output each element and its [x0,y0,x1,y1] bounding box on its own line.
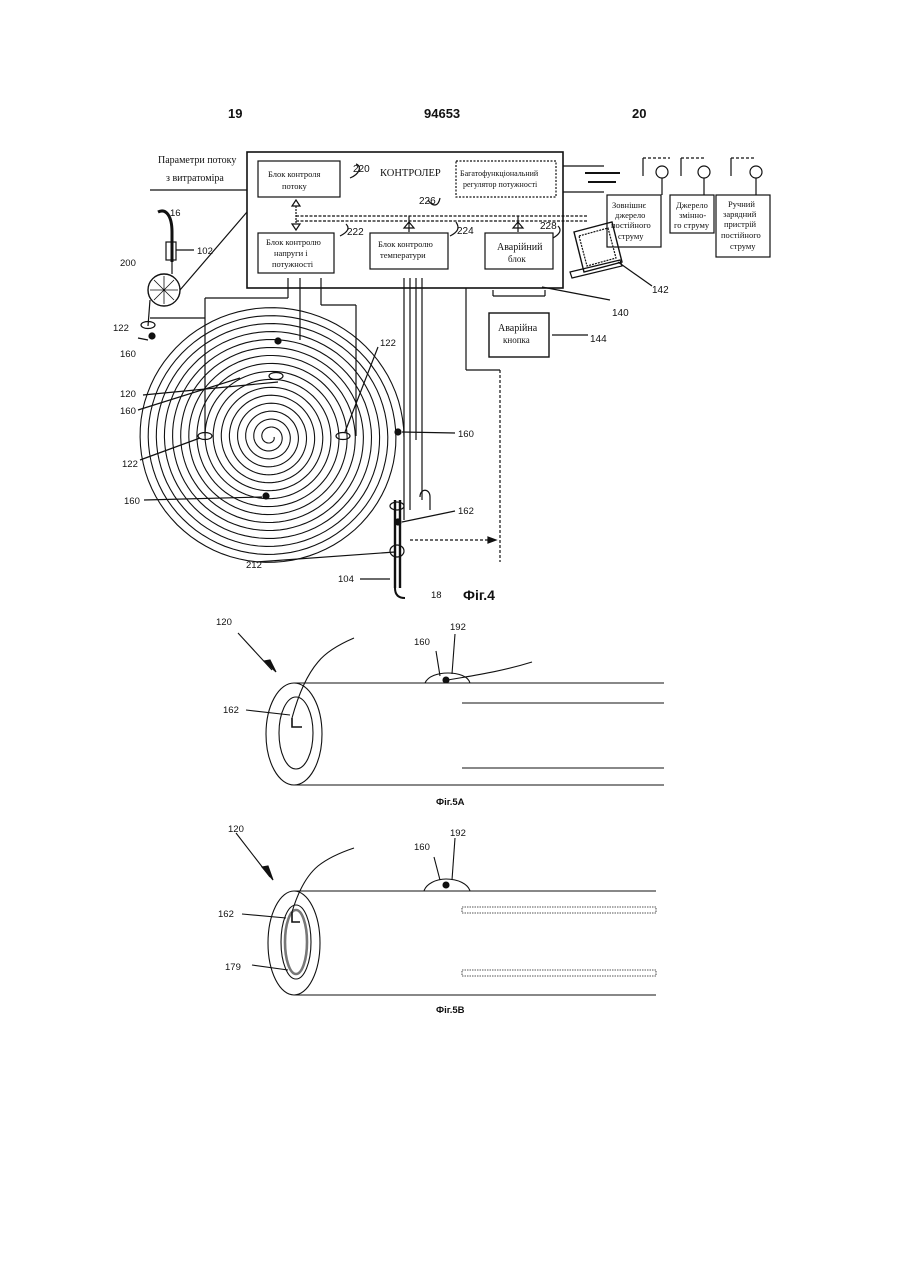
ref-102: 102 [197,246,213,257]
ref-16: 16 [170,208,181,219]
heating-coil-spiral [140,308,404,563]
ref-228: 228 [540,221,557,232]
ref-5b-160: 160 [414,842,430,853]
figure-4-labels: Параметри потоку з витратоміра КОНТРОЛЕР… [113,155,761,603]
ref-160-left: 160 [120,406,136,417]
ref-5a-120: 120 [216,617,232,628]
ac-label-2: змінно- [679,210,706,220]
display-device [570,222,622,278]
ref-122-left: 122 [122,459,138,470]
power-block-label-3: потужності [272,259,314,269]
emergency-block-label-2: блок [508,254,526,264]
ref-104: 104 [338,574,354,585]
ext-dc-label-3: постійного [611,220,651,230]
emergency-button-label-1: Аварійна [498,323,538,334]
heating-element-lower [462,970,656,976]
ac-label-1: Джерело [676,200,708,210]
figure-5a-caption: Фіг.5A [436,797,465,808]
ext-dc-label-1: Зовнішнє [612,200,647,210]
power-regulator-label-1: Багатофункціональний [460,169,539,178]
heating-element-upper [462,907,656,913]
ref-5b-120: 120 [228,824,244,835]
flow-block-label-2: потоку [282,181,308,191]
flow-block-label-1: Блок контроля [268,169,320,179]
figure-4-caption: Фіг.4 [463,587,495,603]
inlet-label-1: Параметри потоку [158,155,236,166]
pipe-5a-outer-end [266,683,322,785]
manual-label-2: зарядний [723,209,757,219]
figure-4 [138,152,770,598]
figure-5a-labels: 120 160 192 162 Фіг.5A [216,617,466,808]
temp-block-label-2: температури [380,250,426,260]
ref-18: 18 [431,590,442,601]
ref-142: 142 [652,285,669,296]
inlet-label-2: з витратоміра [166,173,224,184]
ref-200: 200 [120,258,136,269]
ref-140: 140 [612,308,629,319]
ref-160-right: 160 [458,429,474,440]
ref-212: 212 [246,560,262,571]
controller-title: КОНТРОЛЕР [380,168,441,179]
emergency-block-label-1: Аварійний [497,242,543,253]
power-block-label-2: напруги і [274,248,308,258]
ref-226: 226 [419,196,436,207]
ref-160-bottom: 160 [124,496,140,507]
power-regulator-label-2: регулятор потужності [463,180,538,189]
ref-144: 144 [590,334,607,345]
ref-5b-179: 179 [225,962,241,973]
ref-160-top: 160 [120,349,136,360]
ref-5a-160: 160 [414,637,430,648]
manual-label-1: Ручний [728,199,755,209]
ref-5a-192: 192 [450,622,466,633]
manual-label-4: постійного [721,230,761,240]
manual-label-5: струму [730,241,756,251]
ref-5b-192: 192 [450,828,466,839]
ac-label-3: го струму [674,220,710,230]
ref-120: 120 [120,389,136,400]
ref-122-right: 122 [380,338,396,349]
figure-5b-caption: Фіг.5B [436,1005,465,1016]
pipe-5a-inner-bore [279,697,313,769]
flow-control-block [258,161,340,197]
ext-dc-label-2: джерело [615,210,645,220]
power-block-label-1: Блок контролю [266,237,321,247]
temp-block-label-1: Блок контролю [378,239,433,249]
ext-dc-label-4: струму [618,231,644,241]
manual-label-3: пристрій [724,219,757,229]
ref-162: 162 [458,506,474,517]
ref-222: 222 [347,227,364,238]
figure-5a [238,633,664,785]
ref-220: 220 [353,164,370,175]
ref-122-top: 122 [113,323,129,334]
emergency-button-label-2: кнопка [503,335,530,345]
ref-5b-162: 162 [218,909,234,920]
pipe-5b-lining [285,910,307,974]
ref-224: 224 [457,226,474,237]
power-regulator-block [456,161,556,197]
ref-5a-162: 162 [223,705,239,716]
figure-5b [236,833,656,995]
